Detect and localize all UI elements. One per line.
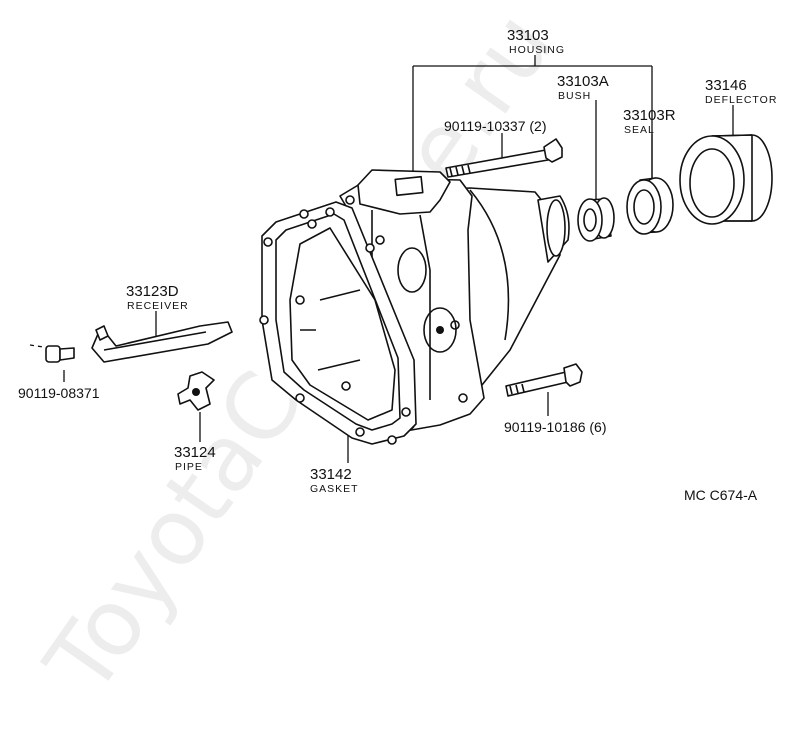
seal-part-number: 33103R: [623, 107, 676, 124]
gasket-part-name: GASKET: [310, 483, 359, 495]
pipe-part-name: PIPE: [175, 461, 203, 473]
pipe-part: [177, 371, 215, 411]
bush-part-name: BUSH: [558, 90, 591, 102]
gasket-part: [259, 201, 417, 445]
housing-part-number: 33103: [507, 27, 549, 44]
leader-lines: [29, 55, 734, 463]
bolt-receiver-part-number: 90119-08371: [18, 385, 100, 401]
gasket-part-number: 33142: [310, 466, 352, 483]
bolt-upper-part: [445, 138, 563, 178]
receiver-part-name: RECEIVER: [127, 300, 189, 312]
deflector-part-number: 33146: [705, 77, 747, 94]
deflector-part: [679, 134, 773, 225]
bush-part: [577, 197, 615, 242]
reference-code: MC C674-A: [684, 487, 758, 503]
bush-part-number: 33103A: [557, 73, 609, 90]
receiver-part-number: 33123D: [126, 283, 179, 300]
bolt-receiver-part: [45, 345, 75, 363]
seal-part: [626, 177, 674, 235]
bolt-upper-part-number: 90119-10337 (2): [444, 118, 546, 134]
housing-part-name: HOUSING: [509, 44, 565, 56]
bolt-lower-part: [505, 363, 583, 397]
bolt-lower-part-number: 90119-10186 (6): [504, 419, 606, 435]
seal-part-name: SEAL: [624, 124, 655, 136]
receiver-part: [91, 321, 233, 363]
deflector-part-name: DEFLECTOR: [705, 94, 777, 106]
pipe-part-number: 33124: [174, 444, 216, 461]
